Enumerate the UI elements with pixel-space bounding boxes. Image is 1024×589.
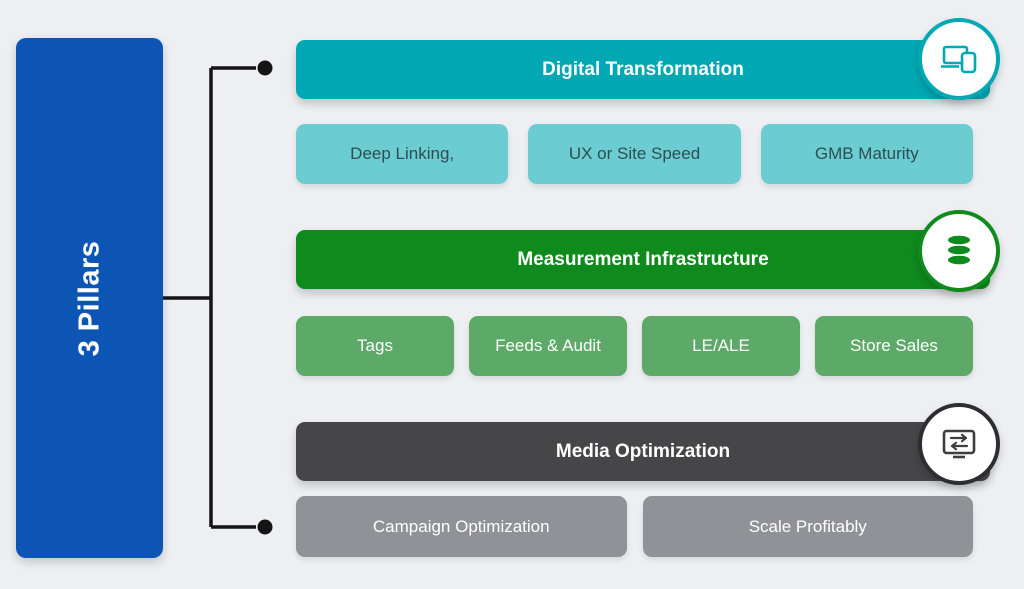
section-items-measurement-infrastructure: Tags Feeds & Audit LE/ALE Store Sales	[296, 316, 973, 376]
item-label: Tags	[357, 336, 393, 355]
item-deep-linking: Deep Linking,	[296, 124, 509, 184]
devices-icon	[941, 45, 977, 74]
section-header-media-optimization: Media Optimization	[296, 422, 990, 481]
item-store-sales: Store Sales	[815, 316, 973, 376]
item-feeds-and-audit: Feeds & Audit	[469, 316, 627, 376]
section-title: Measurement Infrastructure	[517, 248, 769, 270]
display-sliders-icon	[942, 429, 976, 459]
item-label: LE/ALE	[692, 336, 750, 355]
item-gmb-maturity: GMB Maturity	[760, 124, 973, 184]
section-items-digital-transformation: Deep Linking, UX or Site Speed GMB Matur…	[296, 124, 973, 184]
connector-dot-bottom	[257, 519, 273, 535]
section-title: Media Optimization	[555, 440, 731, 462]
measurement-infrastructure-badge	[918, 210, 1000, 292]
item-label: GMB Maturity	[814, 144, 919, 163]
item-label: Deep Linking,	[350, 144, 455, 163]
item-ux-or-site-speed: UX or Site Speed	[528, 124, 741, 184]
database-icon	[948, 235, 970, 265]
item-campaign-optimization: Campaign Optimization	[296, 496, 627, 557]
section-items-media-optimization: Campaign Optimization Scale Profitably	[296, 496, 973, 557]
section-header-digital-transformation: Digital Transformation	[296, 40, 990, 99]
connector-dot-top	[257, 60, 273, 76]
digital-transformation-badge	[918, 18, 1000, 100]
section-title: Digital Transformation	[542, 58, 744, 80]
item-tags: Tags	[296, 316, 454, 376]
media-optimization-badge	[918, 403, 1000, 485]
pillar-box: 3 Pillars	[16, 38, 163, 558]
item-label: UX or Site Speed	[568, 144, 701, 163]
section-header-measurement-infrastructure: Measurement Infrastructure	[296, 230, 990, 289]
item-label: Campaign Optimization	[372, 516, 550, 536]
item-scale-profitably: Scale Profitably	[642, 496, 973, 557]
item-label: Feeds & Audit	[495, 336, 601, 355]
item-label: Store Sales	[850, 336, 938, 355]
item-label: Scale Profitably	[748, 516, 867, 536]
pillar-label: 3 Pillars	[73, 240, 105, 356]
item-le-ale: LE/ALE	[642, 316, 800, 376]
